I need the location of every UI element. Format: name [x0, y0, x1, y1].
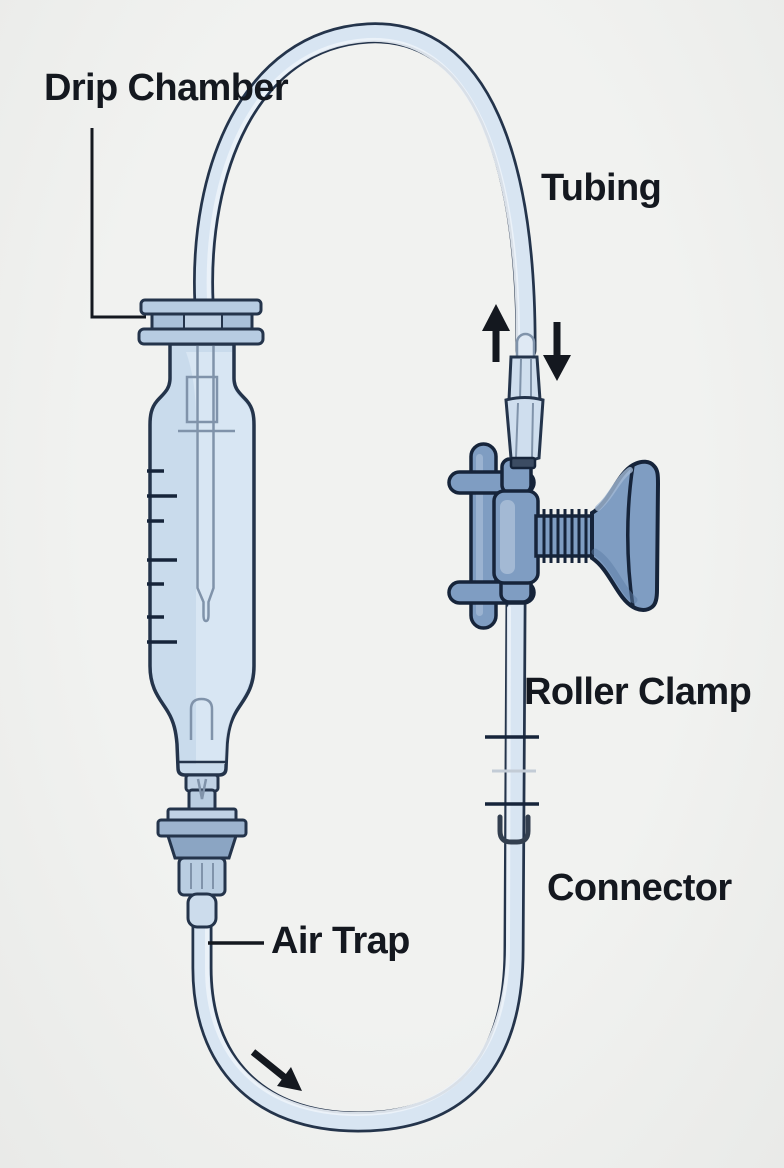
cap-top-disc [139, 298, 263, 316]
tubing-top-arc [193, 22, 537, 361]
label-connector: Connector [547, 867, 732, 909]
chamber-outlet-hardware [156, 760, 248, 929]
label-air-trap: Air Trap [271, 920, 410, 962]
cap-band-center [184, 312, 222, 330]
clamp-wheel [590, 459, 661, 612]
flow-arrow-icon [250, 1049, 302, 1091]
thread-ridges [542, 509, 588, 563]
dropper-detail-rect [185, 375, 219, 424]
connector-tip [509, 456, 537, 470]
wheel-face-line [626, 464, 635, 608]
drip-chamber-inner-highlight [186, 352, 252, 764]
connector-mid-sleeve [507, 355, 542, 402]
tubing-right-and-bottom-loop [191, 589, 527, 1133]
label-tubing: Tubing [541, 167, 662, 209]
drip-chamber [137, 298, 265, 929]
graduation-marks [147, 469, 177, 644]
dropper-tube [178, 346, 235, 623]
spike-notch [196, 778, 208, 800]
air-trap-collar [186, 892, 218, 929]
flange-nut [165, 834, 239, 860]
luer-connector [504, 332, 545, 470]
label-drip-chamber: Drip Chamber [44, 67, 289, 109]
roller-clamp [447, 442, 661, 630]
flange-wide [156, 818, 248, 838]
up-arrow-icon [482, 304, 510, 362]
connector-barrel [504, 396, 545, 462]
drip-chamber-cap [137, 298, 265, 346]
drip-chamber-leader-line [90, 128, 146, 319]
chamber-bottom-vent [189, 697, 214, 740]
down-arrow-icon [543, 322, 571, 381]
cap-bottom-disc [137, 327, 265, 346]
label-roller-clamp: Roller Clamp [524, 671, 752, 713]
tube-clip-connector [497, 814, 531, 845]
tubing-tick-marks [485, 735, 539, 806]
